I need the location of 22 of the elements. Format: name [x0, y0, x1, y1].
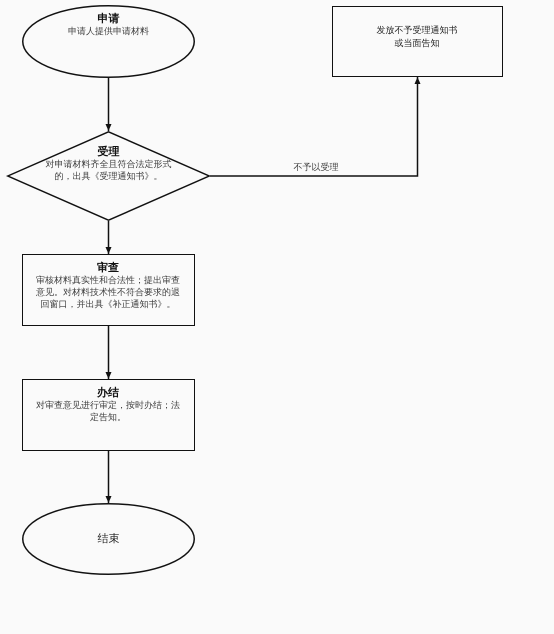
end-ellipse — [22, 503, 195, 575]
edge-label: 不予以受理 — [292, 163, 340, 174]
arrow — [106, 221, 112, 254]
step-title: 审查 — [97, 260, 119, 274]
step-text: 发放不予受理通知书或当面告知 — [376, 24, 458, 50]
step-text: 对申请材料齐全且符合法定形式的，出具《受理通知书》。 — [44, 159, 172, 183]
arrow — [210, 77, 420, 177]
arrow — [106, 78, 112, 131]
step-title: 受理 — [98, 145, 120, 159]
process-box — [22, 254, 195, 326]
decision-diamond — [7, 131, 210, 221]
notice-box — [332, 6, 503, 77]
step-text: 审核材料真实性和合法性；提出审查意见。对材料技术性不符合要求的退回窗口，并出具《补正通知书》。 — [35, 274, 181, 310]
arrow — [106, 451, 112, 503]
step-text: 结束 — [98, 532, 120, 546]
start-ellipse — [22, 5, 195, 78]
process-box — [22, 379, 195, 451]
step-text: 申请人提供申请材料 — [68, 26, 149, 38]
arrow — [106, 326, 112, 379]
step-text: 对审查意见进行审定，按时办结；法定告知。 — [35, 400, 181, 424]
step-title: 办结 — [97, 386, 119, 400]
step-title: 申请 — [98, 12, 120, 26]
